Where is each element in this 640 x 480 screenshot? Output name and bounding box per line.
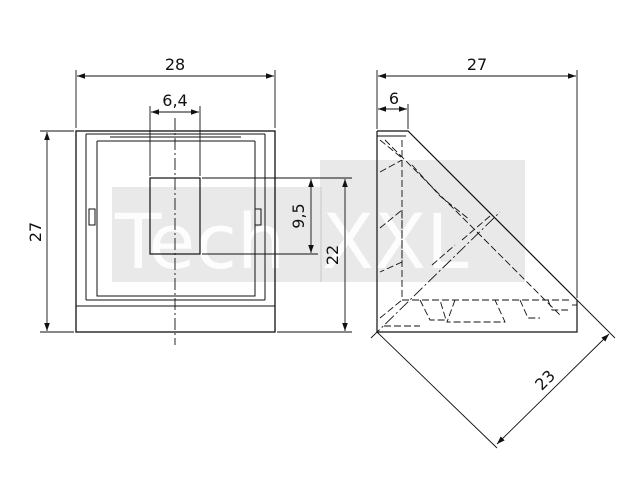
side-view bbox=[376, 130, 578, 333]
watermark-logo: Tech XXL bbox=[112, 160, 525, 286]
dim-label-width: 28 bbox=[165, 55, 185, 74]
front-dimensions bbox=[40, 70, 352, 333]
dim-label-diagonal: 23 bbox=[531, 366, 559, 394]
side-outer-outline bbox=[376, 130, 578, 333]
svg-text:XXL: XXL bbox=[322, 197, 468, 286]
dim-label-edge: 6 bbox=[389, 89, 399, 108]
dim-label-slot-height: 9,5 bbox=[289, 203, 308, 228]
front-view bbox=[75, 118, 276, 345]
diagonal-dimension-line bbox=[496, 333, 610, 445]
dim-label-side-width: 27 bbox=[467, 55, 487, 74]
dim-label-height: 27 bbox=[26, 222, 45, 242]
dim-label-inner-height: 22 bbox=[323, 245, 342, 265]
dim-label-slot-width: 6,4 bbox=[162, 91, 187, 110]
side-centerline bbox=[370, 211, 501, 339]
side-hidden-lines bbox=[379, 139, 572, 327]
side-dimensions bbox=[376, 70, 616, 449]
